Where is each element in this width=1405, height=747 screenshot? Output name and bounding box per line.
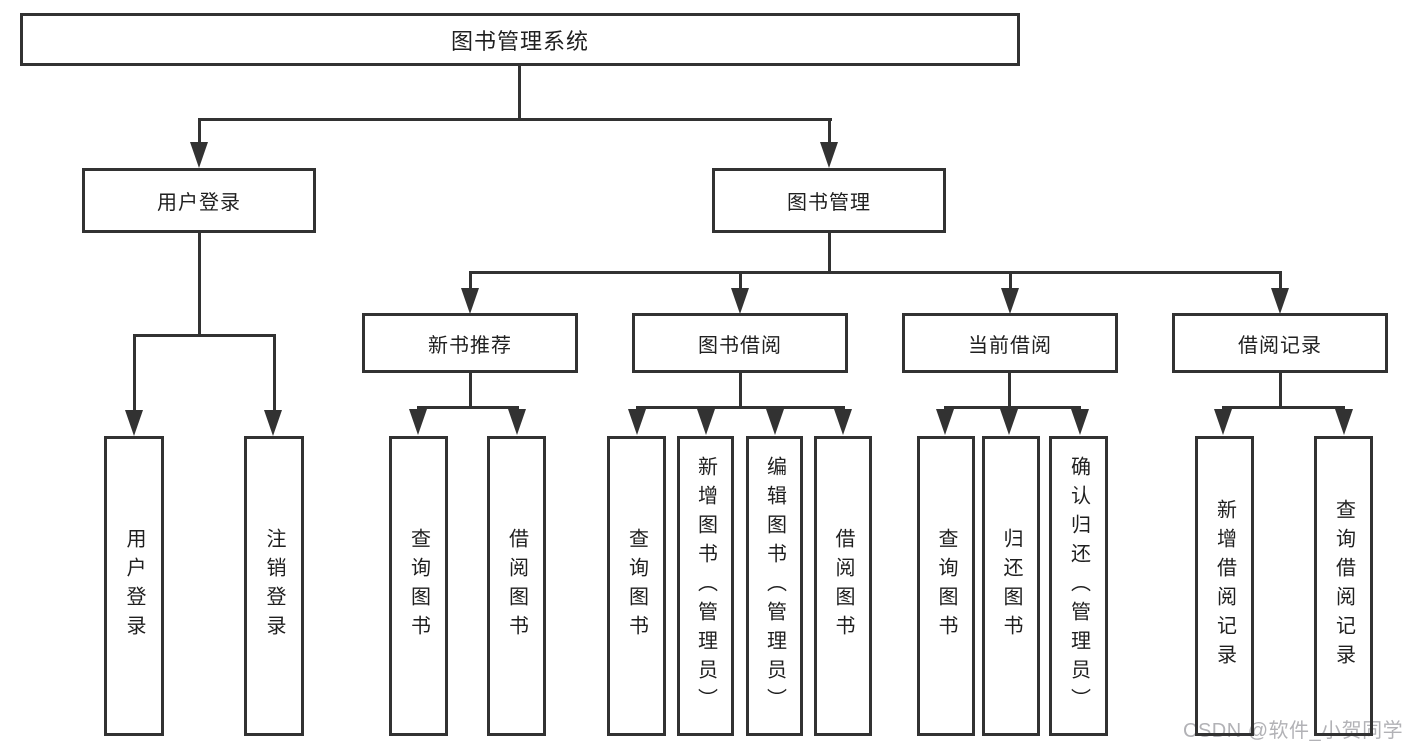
arrow-down-book-mgmt: [820, 142, 838, 168]
connector-drop-user-login: [198, 121, 201, 147]
arrow-down-new-book-rec: [461, 288, 479, 314]
leaf-bb-borrow-books-label: 借阅图书: [832, 528, 854, 644]
node-book-mgmt-label: 图书管理: [787, 192, 871, 214]
leaf-bb-edit-books-admin-label: 编辑图书（管理员）: [763, 455, 786, 717]
arrow-down-current-borrow: [1001, 288, 1019, 314]
csdn-watermark: CSDN @软件_小贺同学: [1183, 720, 1404, 742]
connector-borrow-records-trunk: [1279, 373, 1282, 409]
connector-drop-book-borrow: [739, 274, 742, 290]
connector-level3-rail: [469, 271, 1282, 274]
leaf-cb-query-books-label: 查询图书: [935, 528, 957, 644]
leaf-bb-edit-books-admin: 编辑图书（管理员）: [746, 436, 803, 736]
leaf-cb-query-books: 查询图书: [917, 436, 975, 736]
connector-level2-rail: [198, 118, 832, 121]
leaf-cb-return-books: 归还图书: [982, 436, 1040, 736]
node-user-login-label: 用户登录: [157, 192, 241, 214]
connector-book-borrow-rail: [636, 406, 845, 409]
node-book-borrow: 图书借阅: [632, 313, 848, 373]
leaf-bb-add-books-admin: 新增图书（管理员）: [677, 436, 734, 736]
node-current-borrow-label: 当前借阅: [968, 334, 1052, 357]
connector-borrow-records-rail: [1222, 406, 1345, 409]
arrow-down-br-add: [1214, 409, 1232, 435]
arrow-down-leaf-login: [125, 410, 143, 436]
node-book-mgmt: 图书管理: [712, 168, 946, 233]
arrow-down-cb-confirm: [1071, 409, 1089, 435]
connector-user-login-rail: [133, 334, 276, 337]
connector-drop-leaf-logout: [273, 337, 276, 412]
leaf-br-add-record-label: 新增借阅记录: [1213, 499, 1236, 673]
leaf-br-query-record: 查询借阅记录: [1314, 436, 1373, 736]
leaf-br-add-record: 新增借阅记录: [1195, 436, 1254, 736]
arrow-down-leaf-logout: [264, 410, 282, 436]
connector-new-book-rec-trunk: [469, 373, 472, 409]
connector-new-book-rec-rail: [417, 406, 519, 409]
connector-drop-book-mgmt: [828, 121, 831, 147]
arrow-down-bb-query: [628, 409, 646, 435]
leaf-bb-query-books: 查询图书: [607, 436, 666, 736]
node-root-label: 图书管理系统: [450, 28, 589, 54]
connector-current-borrow-rail: [944, 406, 1081, 409]
leaf-logout: 注销登录: [244, 436, 304, 736]
leaf-rec-query-books-label: 查询图书: [407, 528, 430, 644]
leaf-rec-borrow-books: 借阅图书: [487, 436, 546, 736]
node-new-book-rec: 新书推荐: [362, 313, 578, 373]
node-new-book-rec-label: 新书推荐: [428, 334, 512, 357]
arrow-down-cb-return: [1000, 409, 1018, 435]
arrow-down-rec-query: [409, 409, 427, 435]
node-borrow-records: 借阅记录: [1172, 313, 1388, 373]
arrow-down-borrow-records: [1271, 288, 1289, 314]
leaf-logout-label: 注销登录: [263, 528, 285, 644]
leaf-bb-query-books-label: 查询图书: [625, 528, 648, 644]
node-book-borrow-label: 图书借阅: [698, 334, 782, 357]
node-user-login: 用户登录: [82, 168, 316, 233]
connector-book-mgmt-trunk: [828, 233, 831, 274]
leaf-bb-add-books-admin-label: 新增图书（管理员）: [694, 455, 717, 717]
connector-drop-borrow-records: [1279, 274, 1282, 290]
leaf-br-query-record-label: 查询借阅记录: [1332, 499, 1355, 673]
connector-drop-leaf-login: [133, 337, 136, 412]
arrow-down-br-query: [1335, 409, 1353, 435]
leaf-cb-return-books-label: 归还图书: [1000, 528, 1022, 644]
arrow-down-bb-add: [697, 409, 715, 435]
arrow-down-book-borrow: [731, 288, 749, 314]
connector-user-login-trunk: [198, 233, 201, 337]
node-root-system: 图书管理系统: [20, 13, 1020, 66]
leaf-bb-borrow-books: 借阅图书: [814, 436, 872, 736]
arrow-down-rec-borrow: [508, 409, 526, 435]
node-current-borrow: 当前借阅: [902, 313, 1118, 373]
connector-root-trunk: [518, 66, 521, 121]
leaf-cb-confirm-return-admin: 确认归还（管理员）: [1049, 436, 1108, 736]
connector-drop-new-book-rec: [469, 274, 472, 290]
leaf-user-login: 用户登录: [104, 436, 164, 736]
leaf-cb-confirm-return-admin-label: 确认归还（管理员）: [1067, 455, 1090, 717]
connector-drop-current-borrow: [1009, 274, 1012, 290]
node-borrow-records-label: 借阅记录: [1238, 334, 1322, 357]
arrow-down-bb-borrow: [834, 409, 852, 435]
arrow-down-cb-query: [936, 409, 954, 435]
leaf-rec-borrow-books-label: 借阅图书: [505, 528, 528, 644]
arrow-down-bb-edit: [766, 409, 784, 435]
arrow-down-user-login: [190, 142, 208, 168]
connector-book-borrow-trunk: [739, 373, 742, 409]
leaf-user-login-label: 用户登录: [123, 528, 145, 644]
leaf-rec-query-books: 查询图书: [389, 436, 448, 736]
connector-current-borrow-trunk: [1008, 373, 1011, 409]
